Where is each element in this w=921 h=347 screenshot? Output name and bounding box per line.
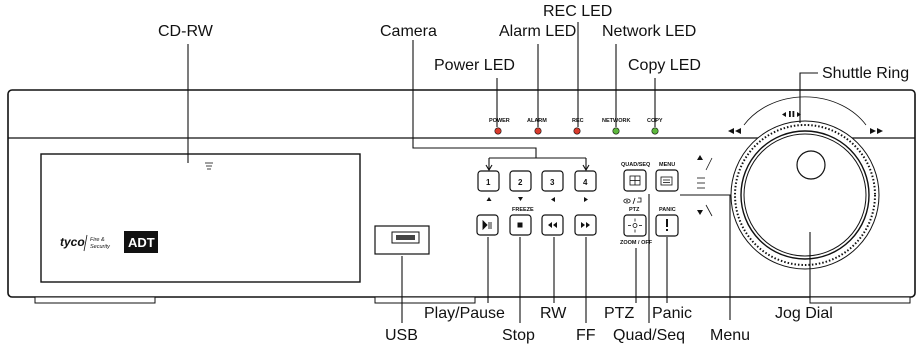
down-arrow-icon	[518, 197, 523, 201]
network-led	[612, 127, 620, 135]
camera-1-button[interactable]: 1	[477, 170, 500, 192]
shuttle-ring-callout: Shuttle Ring	[822, 65, 909, 82]
copy-led	[651, 127, 659, 135]
speed-down-icon	[697, 210, 703, 215]
play-pause-button[interactable]	[476, 214, 499, 236]
menu-label: MENU	[659, 162, 675, 168]
camera-4-button[interactable]: 4	[574, 170, 597, 192]
alarm-led	[534, 127, 542, 135]
panic-label: PANIC	[659, 207, 676, 213]
play-pause-callout: Play/Pause	[424, 305, 505, 322]
shuttle-side-marks	[697, 155, 713, 217]
stop-button[interactable]	[509, 214, 532, 236]
ptz-icon	[628, 218, 642, 233]
power-led-callout: Power LED	[434, 57, 515, 74]
rewind-button[interactable]	[541, 214, 564, 236]
ptz-callout: PTZ	[604, 305, 634, 322]
play-pause-icon	[482, 219, 492, 231]
zoom-off-label: ZOOM / OFF	[620, 240, 653, 246]
forward-arrow-icon	[870, 128, 883, 134]
power-led-label: POWER	[489, 118, 510, 124]
cd-rw-callout: CD-RW	[158, 23, 214, 40]
camera-callout: Camera	[380, 23, 437, 40]
eject-icon	[205, 162, 213, 170]
menu-button[interactable]	[655, 169, 679, 192]
ff-callout: FF	[576, 327, 596, 344]
panic-callout: Panic	[652, 305, 692, 322]
speed-up-icon	[697, 155, 703, 160]
adt-logo-box	[124, 231, 158, 253]
ptz-button[interactable]	[623, 214, 647, 237]
callout-labels: CD-RW Camera Alarm LED REC LED Network L…	[158, 3, 909, 344]
exclamation-icon	[666, 219, 668, 231]
cd-rw-drive	[40, 153, 361, 283]
camera-1-label: 1	[486, 178, 491, 187]
tyco-logo: tyco	[60, 235, 85, 249]
fire-security-text-2: Security	[90, 244, 111, 250]
network-led-callout: Network LED	[602, 23, 696, 40]
menu-callout: Menu	[710, 327, 750, 344]
ptz-panic-buttons: PTZ ZOOM / OFF PANIC	[620, 207, 679, 246]
up-arrow-icon	[486, 197, 492, 201]
camera-3-label: 3	[550, 178, 555, 187]
branding: tyco Fire & Security ADT	[60, 231, 158, 253]
alarm-led-label: ALARM	[527, 118, 547, 124]
shuttle-arc	[743, 96, 867, 126]
camera-2-button[interactable]: 2	[509, 170, 532, 192]
rec-led-callout: REC LED	[543, 3, 612, 20]
rewind-arrow-icon	[728, 128, 741, 134]
camera-4-label: 4	[583, 178, 588, 187]
view-enter-icon	[623, 197, 642, 205]
power-led	[494, 127, 502, 135]
left-arrow-icon	[551, 197, 555, 202]
function-buttons: QUAD/SEQ MENU	[621, 162, 679, 205]
rewind-icon	[548, 222, 557, 228]
quad-seq-button[interactable]	[623, 169, 647, 192]
freeze-label: FREEZE	[512, 207, 534, 213]
camera-2-label: 2	[518, 178, 523, 187]
menu-icon	[660, 176, 673, 186]
usb-port[interactable]	[374, 225, 430, 255]
right-arrow-icon	[584, 197, 588, 202]
playback-buttons: FREEZE	[476, 207, 597, 236]
fast-forward-button[interactable]	[574, 214, 597, 236]
usb-callout: USB	[385, 327, 418, 344]
camera-buttons: 1 2 3 4	[477, 170, 597, 202]
quad-grid-icon	[629, 175, 641, 186]
stop-callout: Stop	[502, 327, 535, 344]
jog-dial-callout: Jog Dial	[775, 305, 833, 322]
fire-security-text-1: Fire &	[90, 237, 105, 243]
panic-button[interactable]	[655, 214, 679, 237]
jog-dial[interactable]	[743, 133, 867, 257]
rec-led	[573, 127, 581, 135]
rw-callout: RW	[540, 305, 567, 322]
stop-icon	[517, 222, 523, 228]
alarm-led-callout: Alarm LED	[499, 23, 576, 40]
leader-lines	[187, 22, 818, 323]
copy-led-callout: Copy LED	[628, 57, 701, 74]
ptz-label: PTZ	[629, 207, 640, 213]
pause-symbol-icon	[782, 111, 801, 117]
adt-logo: ADT	[128, 235, 155, 250]
quad-seq-label: QUAD/SEQ	[621, 162, 651, 168]
quad-seq-callout: Quad/Seq	[613, 327, 685, 344]
jog-shuttle	[728, 96, 883, 270]
fast-forward-icon	[581, 222, 590, 228]
camera-3-button[interactable]: 3	[541, 170, 564, 192]
